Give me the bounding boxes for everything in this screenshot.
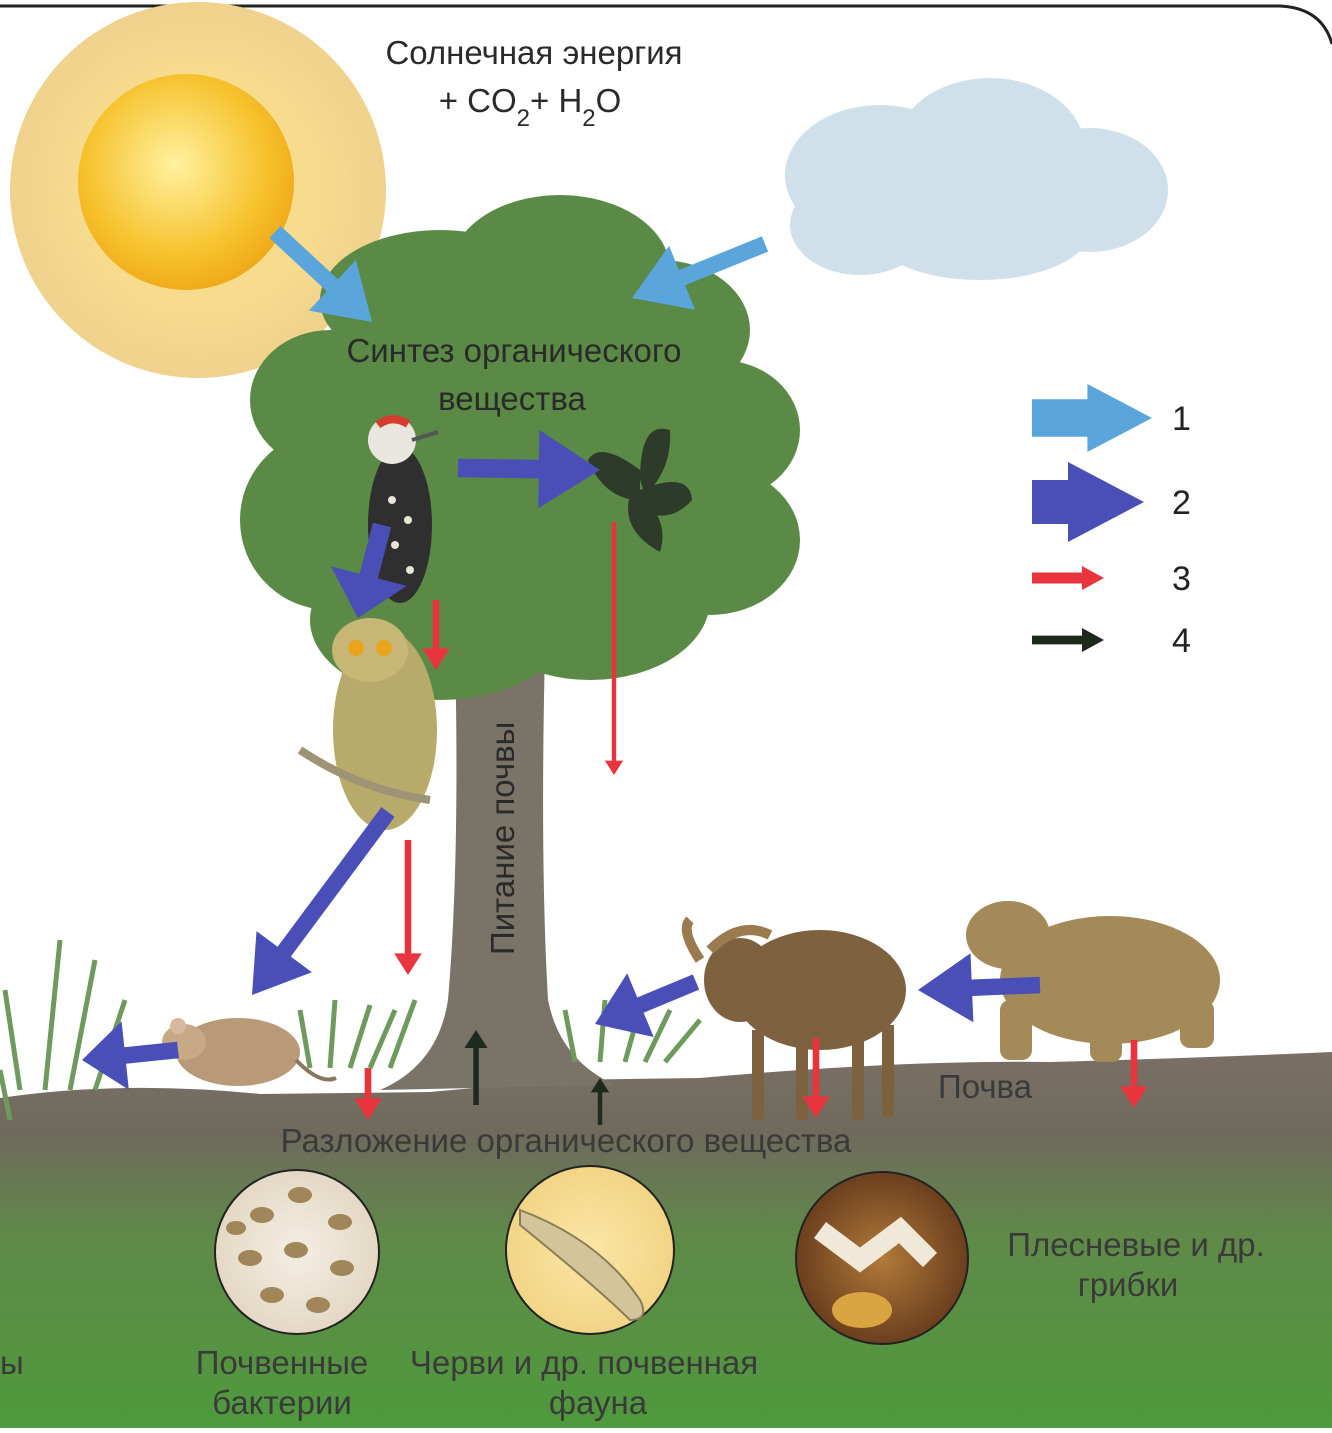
co2-h2o-formula: + CO2+ H2O [439,82,622,132]
soil-nutrition-label: Питание почвы [484,722,521,955]
bacteria-label-line2: бактерии [212,1384,352,1421]
legend-arrow-2 [1032,462,1144,542]
bacteria-icon [215,1170,379,1334]
decomposition-label: Разложение органического вещества [281,1122,852,1159]
arrow-owl-waste [394,840,422,975]
fungi-icon [796,1172,968,1344]
energy-title: Солнечная энергия [385,34,682,71]
legend-number-1: 1 [1172,400,1191,438]
soil-label: Почва [938,1068,1033,1105]
arrow-moose-to-grass [595,973,699,1037]
arrow-owl-to-mouse [252,807,395,995]
formula-part: + H [530,82,582,119]
legend-number-3: 3 [1172,560,1191,598]
legend-arrow-1 [1032,384,1152,452]
fungi-label: Плесневые и др. [1007,1226,1265,1263]
legend-arrow-4 [1032,628,1104,652]
legend-number-4: 4 [1172,622,1191,660]
worms-label-line2: фауна [549,1384,648,1421]
cut-off-label: ы [0,1344,24,1381]
synthesis-label: Синтез органического [346,332,681,369]
formula-part: O [596,82,622,119]
legend-arrow-3 [1032,566,1104,590]
cloud-icon [785,78,1168,280]
formula-part: + CO [439,82,517,119]
mouse-icon [162,1018,336,1086]
bacteria-label: Почвенные [196,1344,369,1381]
worms-label: Черви и др. почвенная [410,1344,758,1381]
formula-sub: 2 [517,105,530,132]
synthesis-label-line2: вещества [438,380,586,417]
fungi-label-line2: грибки [1078,1266,1179,1303]
legend: 1 2 3 4 [1032,384,1191,660]
legend-number-2: 2 [1172,484,1191,522]
worm-icon [506,1166,674,1334]
formula-sub: 2 [582,105,595,132]
